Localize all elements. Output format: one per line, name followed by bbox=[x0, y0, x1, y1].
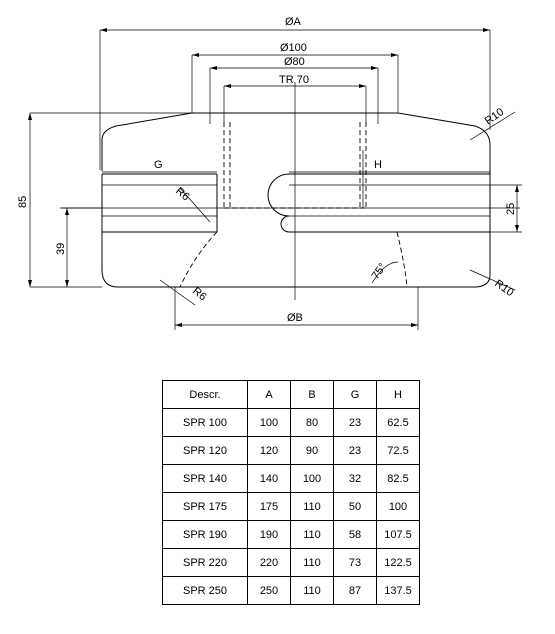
label-angle-75: 75° bbox=[370, 261, 389, 282]
right-slot bbox=[267, 173, 491, 233]
table-row: SPR 175 175 110 50 100 bbox=[162, 492, 420, 521]
cell-a: 120 bbox=[247, 436, 291, 465]
cell-descr: SPR 190 bbox=[162, 520, 248, 549]
header-a: A bbox=[247, 380, 291, 409]
cell-g: 32 bbox=[333, 464, 377, 493]
cell-b: 100 bbox=[290, 464, 334, 493]
cell-b: 110 bbox=[290, 520, 334, 549]
cell-h: 82.5 bbox=[376, 464, 420, 493]
label-dia-80: Ø80 bbox=[284, 56, 305, 68]
header-h: H bbox=[376, 380, 420, 409]
table-row: SPR 220 220 110 73 122.5 bbox=[162, 548, 420, 577]
label-r6-bottom: R6 bbox=[190, 285, 208, 303]
dimension-lines-bottom bbox=[174, 287, 419, 330]
cell-h: 100 bbox=[376, 492, 420, 521]
radius-leaders bbox=[159, 111, 516, 306]
table-row: SPR 250 250 110 87 137.5 bbox=[162, 576, 420, 605]
cell-a: 220 bbox=[247, 548, 291, 577]
cell-descr: SPR 100 bbox=[162, 408, 248, 437]
label-25: 25 bbox=[505, 203, 517, 215]
header-b: B bbox=[290, 380, 334, 409]
label-r10-top: R10 bbox=[483, 106, 506, 127]
cell-descr: SPR 220 bbox=[162, 548, 248, 577]
table-row: SPR 120 120 90 23 72.5 bbox=[162, 436, 420, 465]
label-dia-a: ØA bbox=[285, 16, 302, 28]
cell-a: 175 bbox=[247, 492, 291, 521]
cell-g: 23 bbox=[333, 436, 377, 465]
label-h: H bbox=[374, 159, 382, 171]
cell-descr: SPR 120 bbox=[162, 436, 248, 465]
cell-g: 58 bbox=[333, 520, 377, 549]
cell-h: 107.5 bbox=[376, 520, 420, 549]
cell-a: 100 bbox=[247, 408, 291, 437]
cell-b: 90 bbox=[290, 436, 334, 465]
cell-a: 250 bbox=[247, 576, 291, 605]
cell-b: 110 bbox=[290, 576, 334, 605]
table-row: SPR 140 140 100 32 82.5 bbox=[162, 464, 420, 493]
thread-bore-hidden bbox=[223, 122, 367, 209]
cell-descr: SPR 175 bbox=[162, 492, 248, 521]
cell-h: 137.5 bbox=[376, 576, 420, 605]
cell-h: 62.5 bbox=[376, 408, 420, 437]
cell-a: 140 bbox=[247, 464, 291, 493]
cell-h: 122.5 bbox=[376, 548, 420, 577]
cell-b: 110 bbox=[290, 548, 334, 577]
label-dia-b: ØB bbox=[287, 312, 303, 324]
slot-inner-lines bbox=[102, 184, 490, 217]
label-r10-bottom: R10 bbox=[492, 278, 515, 299]
label-85: 85 bbox=[17, 196, 29, 208]
table-row: SPR 190 190 110 58 107.5 bbox=[162, 520, 420, 549]
part-outline bbox=[101, 112, 491, 288]
technical-drawing: ØA Ø100 Ø80 TR 70 R10 G H R6 85 25 39 75… bbox=[17, 16, 522, 330]
header-g: G bbox=[333, 380, 377, 409]
label-dia-100: Ø100 bbox=[280, 42, 307, 54]
cell-g: 50 bbox=[333, 492, 377, 521]
label-r6-left: R6 bbox=[173, 185, 191, 203]
cell-h: 72.5 bbox=[376, 436, 420, 465]
cell-b: 110 bbox=[290, 492, 334, 521]
table-header-row: Descr. A B G H bbox=[162, 380, 420, 409]
dimension-arrows-left bbox=[28, 113, 69, 287]
label-tr70: TR 70 bbox=[279, 74, 309, 86]
cell-g: 87 bbox=[333, 576, 377, 605]
dimension-lines-right bbox=[490, 184, 522, 233]
label-g: G bbox=[154, 159, 163, 171]
dimension-lines-left bbox=[29, 112, 192, 288]
cell-g: 73 bbox=[333, 548, 377, 577]
cell-descr: SPR 250 bbox=[162, 576, 248, 605]
table-row: SPR 100 100 80 23 62.5 bbox=[162, 408, 420, 437]
header-descr: Descr. bbox=[162, 380, 248, 409]
spec-table: Descr. A B G H SPR 100 100 80 23 62.5 SP… bbox=[162, 380, 420, 605]
dimension-lines-gh bbox=[102, 150, 490, 208]
cell-a: 190 bbox=[247, 520, 291, 549]
cell-descr: SPR 140 bbox=[162, 464, 248, 493]
dimension-lines-top bbox=[99, 29, 491, 170]
fillet-traces bbox=[179, 231, 408, 288]
cell-g: 23 bbox=[333, 408, 377, 437]
label-39: 39 bbox=[55, 243, 67, 255]
cell-b: 80 bbox=[290, 408, 334, 437]
